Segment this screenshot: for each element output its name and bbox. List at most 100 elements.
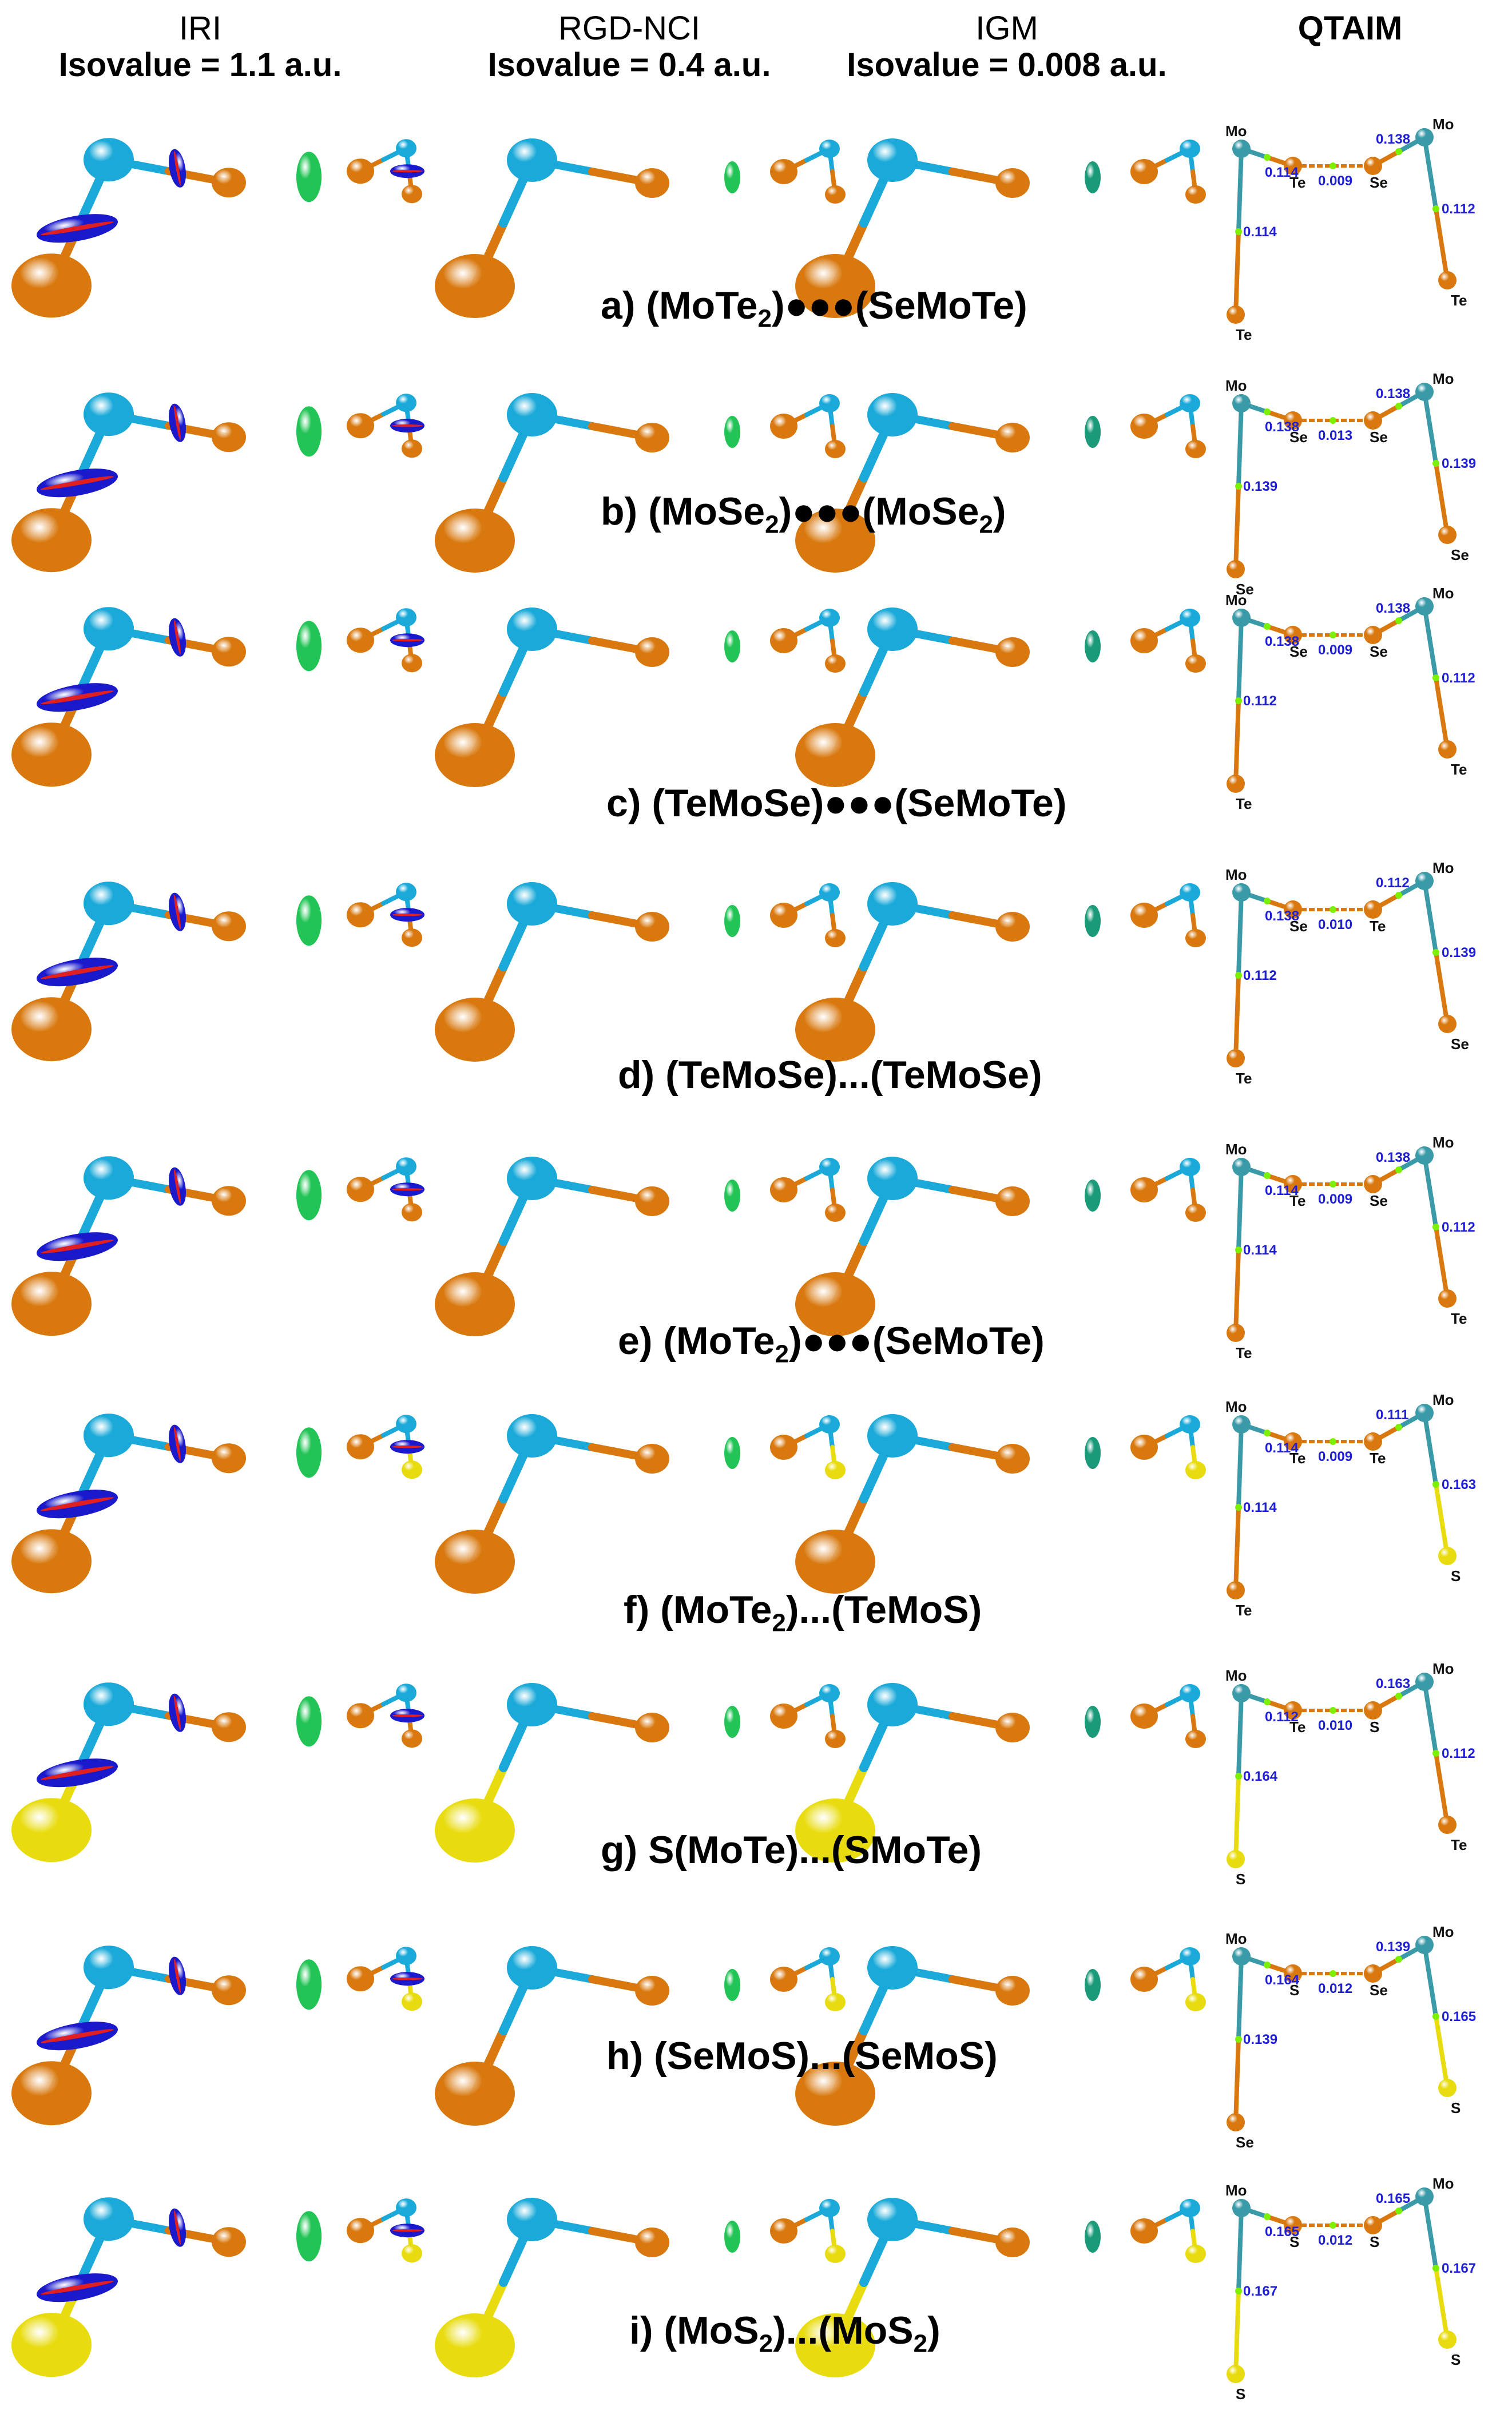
row-caption-part: 2 — [979, 510, 993, 539]
row-caption-part: )●●●(MoSe — [779, 490, 979, 533]
qtaim-bond-path — [1422, 1411, 1438, 1487]
rgd-nci-panel-chalcogen-atom — [770, 1177, 797, 1202]
igm-panel-chalcogen-atom — [795, 1530, 875, 1594]
qtaim-bond-critical-point — [1395, 1693, 1402, 1700]
igm-panel-mo-atom — [1180, 1684, 1200, 1702]
iri-panel-iri-isosurface — [390, 1182, 424, 1197]
qtaim-bond-path — [1233, 229, 1241, 317]
qtaim-bcp-density-value: 0.167 — [1442, 2261, 1476, 2276]
iri-panel-iri-isosurface — [169, 1956, 186, 1995]
qtaim-atom-label: Se — [1289, 428, 1308, 446]
row-caption-part: c) (TeMoSe)●●●(SeMoTe) — [606, 781, 1067, 825]
qtaim-bond-critical-point — [1264, 1962, 1271, 1968]
qtaim-bond-critical-point — [1235, 1246, 1242, 1253]
qtaim-atom — [1284, 2216, 1302, 2234]
rgd-nci-panel-mo-atom — [819, 883, 840, 902]
iri-panel-chalcogen-atom — [212, 2227, 246, 2257]
iri-panel-iri-isosurface — [36, 1758, 118, 1788]
qtaim-atom — [1364, 1432, 1382, 1451]
row-caption-part: a) (MoTe — [601, 284, 758, 327]
qtaim-bond-critical-point — [1330, 632, 1336, 638]
qtaim-atom-label: Te — [1451, 1310, 1467, 1327]
iri-panel-nci-isosurface — [296, 895, 322, 946]
iri-panel-mo-atom — [84, 2197, 134, 2241]
column-isovalue: Isovalue = 0.008 a.u. — [847, 46, 1167, 84]
igm-panel-chalcogen-atom — [995, 1186, 1030, 1216]
qtaim-atom-label: Te — [1236, 1070, 1252, 1087]
qtaim-bond-critical-point — [1330, 1438, 1336, 1445]
row-caption: e) (MoTe2)●●●(SeMoTe) — [618, 1319, 1045, 1369]
qtaim-atom — [1415, 1673, 1434, 1691]
igm-panel-chalcogen-atom — [995, 637, 1030, 667]
column-isovalue: Isovalue = 0.4 a.u. — [487, 46, 771, 84]
column-header-igm: IGM Isovalue = 0.008 a.u. — [824, 10, 1190, 84]
qtaim-bcp-density-value: 0.163 — [1376, 1676, 1410, 1692]
igm-panel-igm-isosurface — [1085, 161, 1101, 193]
row-caption-part: )●●●(SeMoTe) — [788, 1319, 1045, 1363]
qtaim-bond-path — [1434, 1225, 1450, 1301]
rgd-nci-panel-mo-atom — [507, 608, 557, 651]
iri-panel-chalcogen-atom — [402, 185, 422, 204]
iri-panel-chalcogen-atom — [347, 902, 374, 928]
igm-panel-chalcogen-atom — [795, 509, 875, 573]
igm-panel-mo-atom — [1180, 394, 1200, 412]
qtaim-bcp-density-value: 0.009 — [1318, 173, 1352, 189]
qtaim-bond-critical-point — [1264, 154, 1271, 161]
qtaim-atom — [1284, 411, 1302, 430]
iri-panel-iri-isosurface — [36, 468, 118, 498]
igm-panel-chalcogen-atom — [995, 1713, 1030, 1742]
rgd-nci-panel-chalcogen-atom — [770, 159, 797, 184]
iri-panel-mo-atom — [396, 883, 416, 902]
iri-panel-chalcogen-atom — [11, 253, 92, 318]
qtaim-atom — [1232, 883, 1251, 902]
qtaim-atom — [1364, 626, 1382, 644]
qtaim-atom-label: Te — [1236, 1344, 1252, 1361]
rgd-nci-panel-nci-isosurface — [724, 416, 740, 448]
qtaim-atom-label: Te — [1451, 1836, 1467, 1853]
qtaim-atom-label: Te — [1289, 1450, 1305, 1467]
qtaim-atom — [1232, 609, 1251, 627]
qtaim-bond-path — [1422, 604, 1438, 680]
qtaim-bond-critical-point — [1330, 2222, 1336, 2229]
qtaim-atom — [1284, 157, 1302, 175]
rgd-nci-panel-chalcogen-atom — [770, 1704, 797, 1729]
qtaim-bond-path — [1422, 135, 1438, 211]
iri-panel-mo-atom — [396, 394, 416, 412]
rgd-nci-panel-mo-atom — [507, 1414, 557, 1458]
qtaim-bcp-density-value: 0.112 — [1442, 201, 1475, 217]
row-caption: g) S(MoTe)...(SMoTe) — [601, 1828, 982, 1872]
qtaim-bond-path — [1434, 207, 1450, 283]
qtaim-bond-critical-point — [1432, 1481, 1439, 1488]
row-caption-part: d) (TeMoSe)...(TeMoSe) — [618, 1053, 1042, 1097]
rgd-nci-panel-nci-isosurface — [724, 1969, 740, 2001]
rgd-nci-panel-mo-atom — [819, 2199, 840, 2217]
iri-panel-mo-atom — [84, 1946, 134, 1990]
qtaim-bond-path — [1233, 1248, 1241, 1335]
rgd-nci-panel-chalcogen-atom — [635, 637, 669, 667]
rgd-nci-panel-mo-atom — [507, 2198, 557, 2241]
qtaim-atom — [1227, 1324, 1245, 1342]
row-caption: f) (MoTe2)...(TeMoS) — [624, 1587, 982, 1638]
rgd-nci-panel-chalcogen-atom — [435, 998, 515, 1062]
iri-panel-mo-atom — [396, 1684, 416, 1702]
qtaim-atom — [1438, 1015, 1457, 1033]
qtaim-bond-critical-point — [1395, 2207, 1402, 2214]
igm-panel-mo-atom — [1180, 2199, 1200, 2217]
iri-panel-iri-isosurface — [390, 1709, 424, 1723]
igm-panel-chalcogen-atom — [1130, 903, 1158, 928]
qtaim-atom-label: Mo — [1432, 859, 1454, 876]
qtaim-bond-critical-point — [1432, 460, 1439, 467]
igm-panel-mo-atom — [867, 1157, 918, 1200]
igm-panel-igm-isosurface — [1085, 2221, 1101, 2253]
iri-panel-iri-isosurface — [169, 618, 186, 657]
qtaim-bcp-density-value: 0.012 — [1318, 1981, 1352, 1996]
iri-panel-iri-isosurface — [169, 1693, 186, 1732]
qtaim-bcp-density-value: 0.114 — [1243, 1500, 1277, 1515]
igm-panel-mo-atom — [867, 1946, 918, 1990]
